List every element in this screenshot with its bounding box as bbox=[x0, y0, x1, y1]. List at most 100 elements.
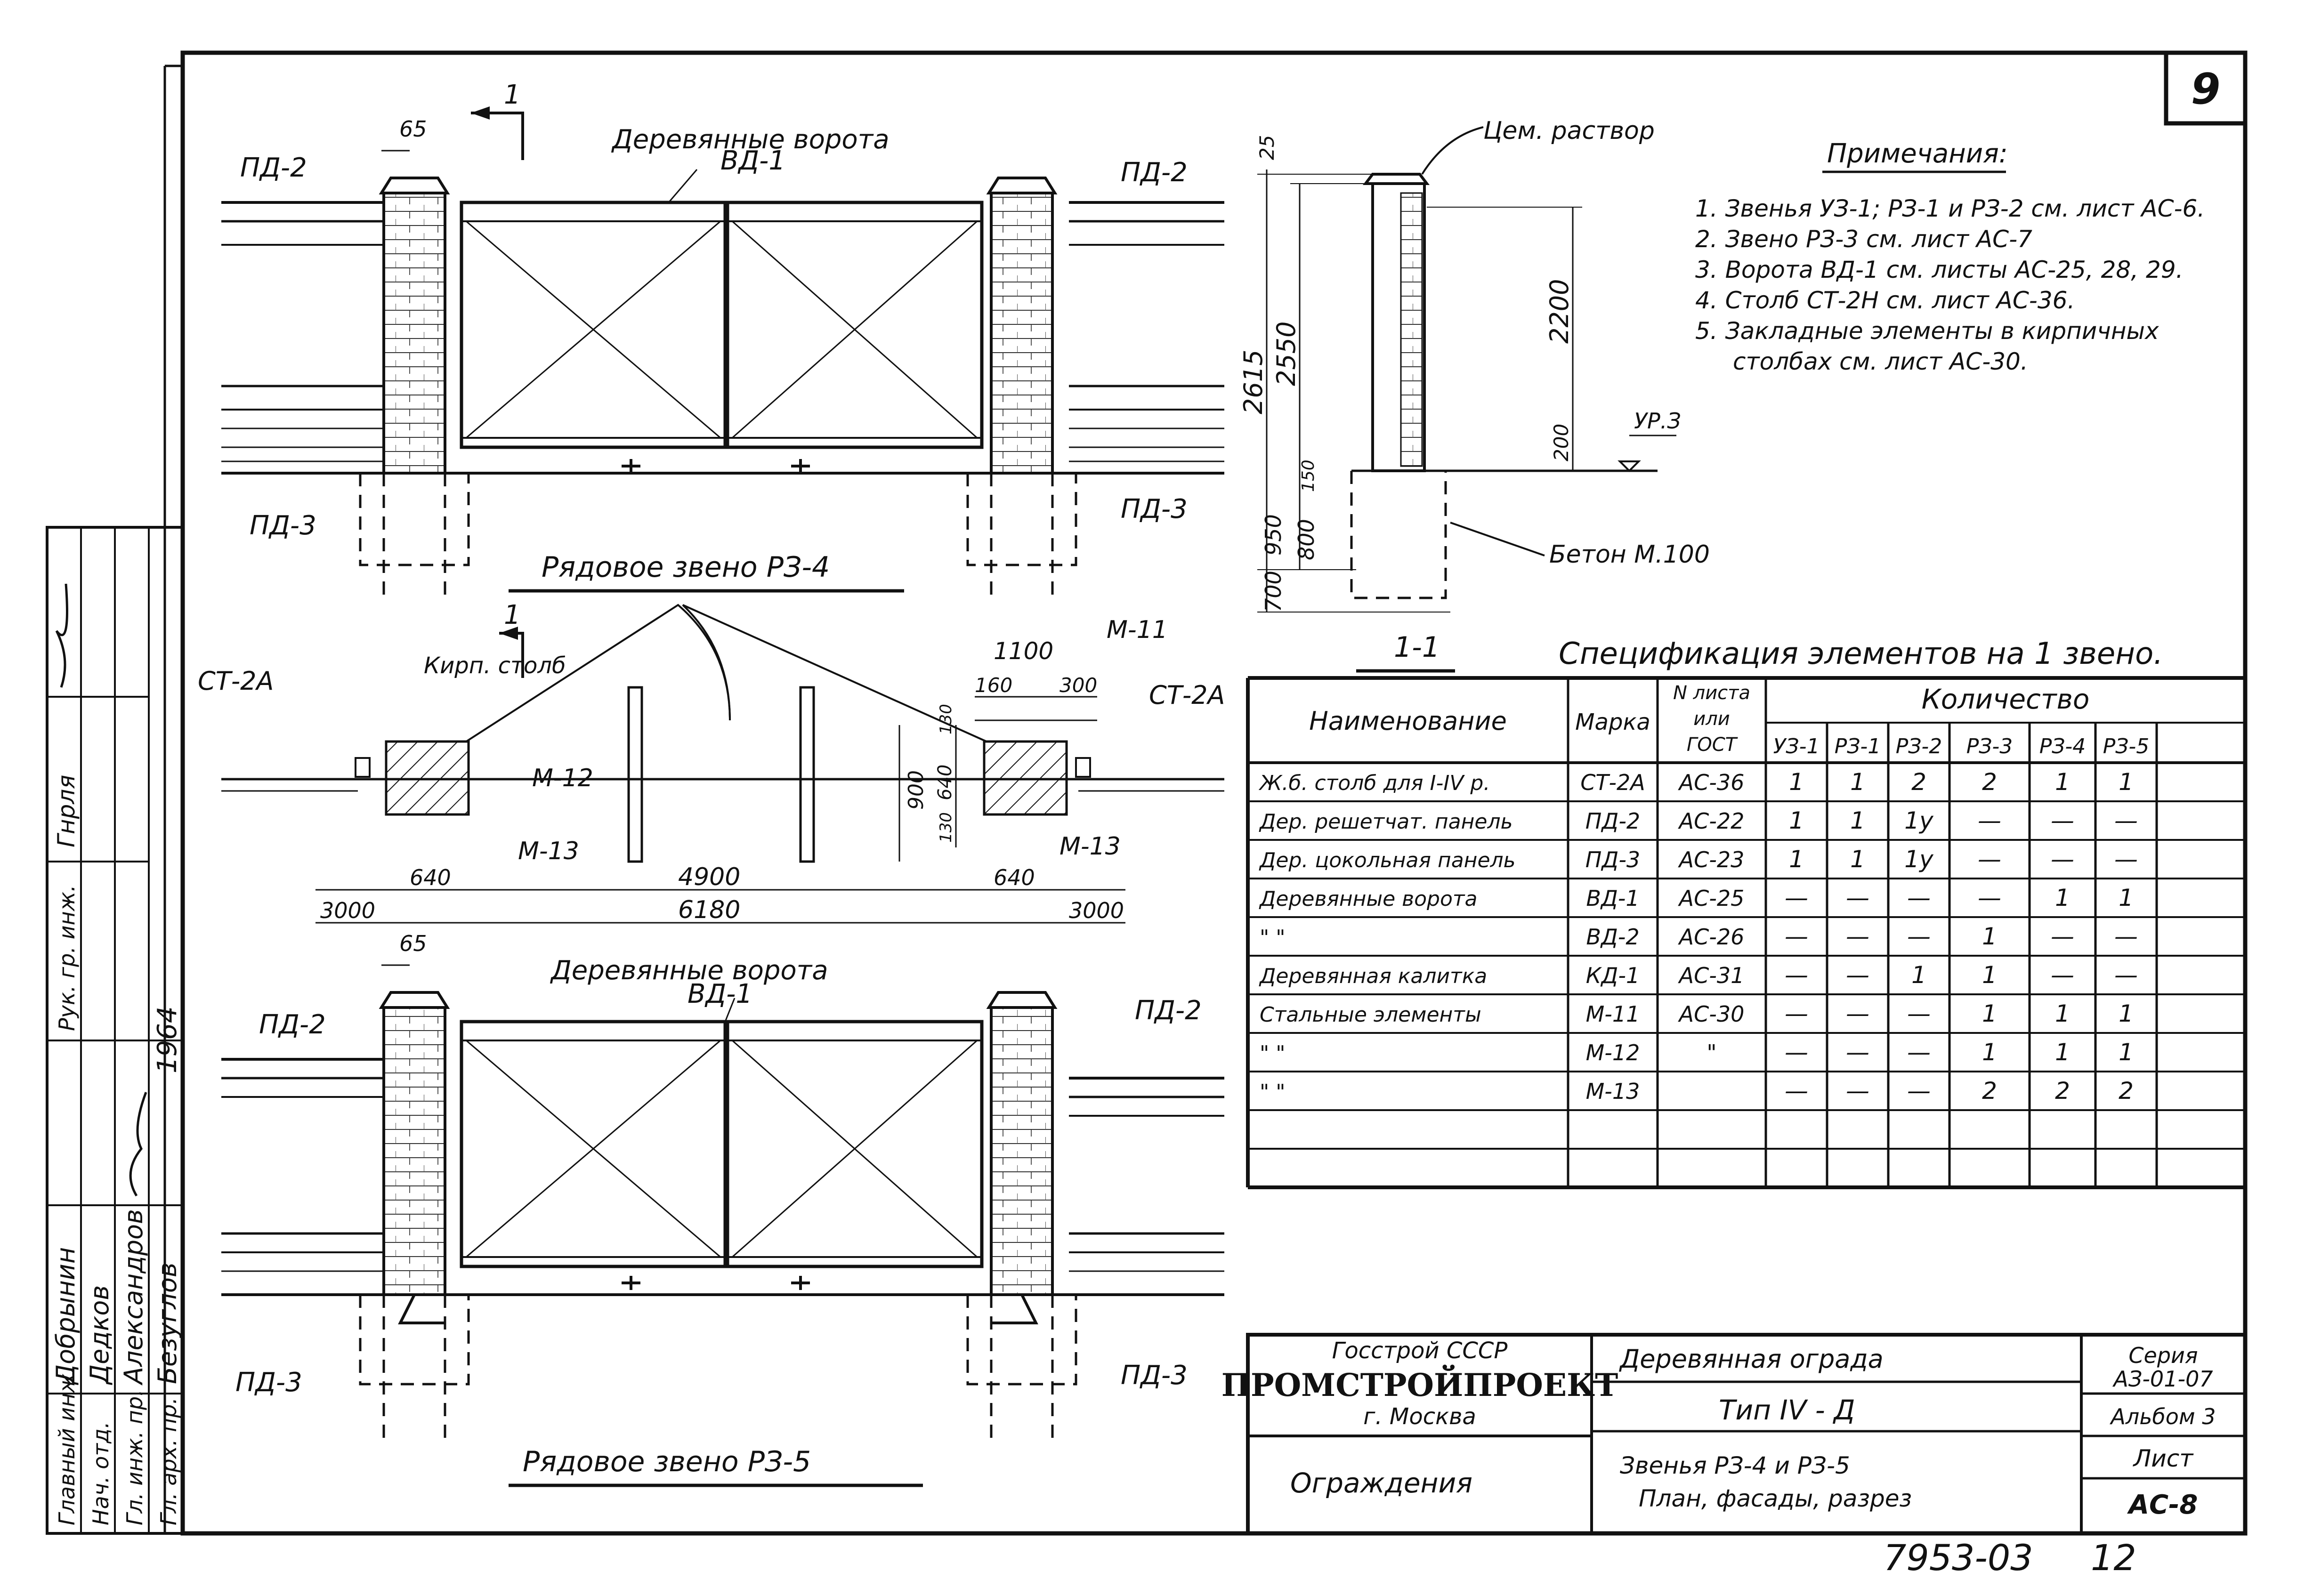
table-cell-qty: — bbox=[1785, 923, 1808, 950]
top-right-plinth-label: ПД-3 bbox=[1121, 494, 1188, 524]
plan-dim-4900: 4900 bbox=[678, 863, 740, 891]
tb-desc1: Звенья РЗ-4 и РЗ-5 bbox=[1620, 1452, 1850, 1479]
plan-dim-3000r: 3000 bbox=[1069, 898, 1124, 923]
header-qty: Количество bbox=[1922, 683, 2090, 715]
table-cell-qty: — bbox=[1907, 1039, 1931, 1066]
table-cell-qty: — bbox=[1846, 961, 1869, 989]
top-gate-mark: ВД-1 bbox=[720, 145, 785, 176]
bottom-left-plinth-label: ПД-3 bbox=[235, 1367, 302, 1398]
gate-vd1-bottom bbox=[460, 1020, 984, 1290]
tb-series: АЗ-01-07 bbox=[2112, 1366, 2213, 1392]
table-cell-qty: 2 bbox=[2055, 1077, 2070, 1104]
table-cell-qty: — bbox=[2051, 846, 2074, 873]
header-col: РЗ-4 bbox=[2039, 734, 2086, 758]
table-cell-qty: 1 bbox=[2119, 768, 2134, 796]
bottom-caption: Рядовое звено РЗ-5 bbox=[523, 1445, 811, 1478]
header-sheet-line: ГОСТ bbox=[1687, 734, 1739, 756]
table-cell-qty: 1 bbox=[1911, 961, 1926, 989]
plan-m12-label: М-12 bbox=[532, 764, 593, 792]
table-cell-name: " " bbox=[1260, 1080, 1285, 1104]
stamp-role-4: Гл. арх. пр. bbox=[156, 1397, 181, 1525]
table-cell-qty: 2 bbox=[2119, 1077, 2134, 1104]
table-cell-qty: 2 bbox=[1982, 768, 1997, 796]
tb-type: Тип IV - Д bbox=[1719, 1394, 1855, 1426]
spec-table: Спецификация элементов на 1 звено. Наиме… bbox=[1246, 637, 2247, 1189]
stamp-upper-2: Рук. гр. инж. bbox=[54, 885, 80, 1031]
sec-dim-700: 700 bbox=[1261, 571, 1286, 612]
table-cell-qty: 1 bbox=[2055, 1000, 2070, 1027]
table-cell-qty: — bbox=[1978, 846, 2001, 873]
note-2: 2. Звено РЗ-3 см. лист АС-7 bbox=[1695, 226, 2032, 253]
table-cell-sheet: АС-23 bbox=[1678, 847, 1745, 872]
table-cell-qty: 1 bbox=[1982, 1000, 1997, 1027]
plan-dim-300: 300 bbox=[1060, 674, 1097, 697]
top-section-mark: 1 bbox=[504, 80, 521, 110]
bottom-right-panel-label: ПД-2 bbox=[1135, 995, 1202, 1026]
bottom-left-panel-label: ПД-2 bbox=[259, 1009, 326, 1040]
table-cell-qty: 1 bbox=[1982, 961, 1997, 989]
table-cell-qty: — bbox=[1846, 884, 1869, 911]
stamp-name-1: Добрынин bbox=[51, 1247, 81, 1385]
header-col: РЗ-3 bbox=[1966, 734, 2013, 758]
table-cell-name: Дер. решетчат. панель bbox=[1259, 810, 1513, 834]
note-5: 5. Закладные элементы в кирпичных bbox=[1695, 317, 2159, 345]
plan-right-post bbox=[983, 740, 1068, 816]
table-cell-qty: — bbox=[2114, 807, 2138, 834]
plan-m11-label: М-11 bbox=[1107, 616, 1168, 644]
tb-sheet-label: Лист bbox=[2133, 1445, 2194, 1472]
table-cell-name: Ж.б. столб для I-IV р. bbox=[1258, 771, 1490, 795]
left-brick-post-bottom bbox=[379, 991, 450, 1324]
table-cell-name: " " bbox=[1260, 926, 1285, 950]
header-sheet-line: N листа bbox=[1673, 682, 1750, 704]
note-4: 4. Столб СТ-2Н см. лист АС-36. bbox=[1695, 287, 2075, 314]
tb-album: Альбом 3 bbox=[2109, 1404, 2216, 1429]
table-cell-mark: ПД-2 bbox=[1585, 808, 1640, 834]
table-cell-qty: 1 bbox=[1850, 807, 1865, 834]
left-brick-post bbox=[379, 177, 450, 475]
note-1: 1. Звенья УЗ-1; РЗ-1 и РЗ-2 см. лист АС-… bbox=[1695, 195, 2205, 222]
plan-dim-640l: 640 bbox=[410, 865, 451, 890]
table-cell-qty: 1 bbox=[2055, 768, 2070, 796]
spec-title: Спецификация элементов на 1 звено. bbox=[1559, 637, 2163, 671]
sec-concrete-label: Бетон М.100 bbox=[1549, 540, 1710, 569]
top-gate-label: Деревянные ворота bbox=[611, 124, 890, 155]
stamp-role-3: Гл. инж. пр. bbox=[122, 1389, 147, 1525]
table-cell-mark: ВД-1 bbox=[1586, 886, 1639, 911]
table-cell-name: Дер. цокольная панель bbox=[1259, 848, 1516, 872]
tb-subject: Ограждения bbox=[1290, 1467, 1472, 1499]
top-caption: Рядовое звено РЗ-4 bbox=[542, 551, 830, 584]
header-sheet-line: или bbox=[1693, 708, 1730, 730]
table-cell-mark: ВД-2 bbox=[1586, 924, 1639, 950]
table-cell-qty: — bbox=[1907, 923, 1931, 950]
header-mark: Марка bbox=[1575, 709, 1650, 735]
plan-brick-post-label: Кирп. столб bbox=[424, 653, 566, 679]
table-cell-qty: — bbox=[1978, 807, 2001, 834]
plan: 1 СТ-2А СТ-2А Кирп. столб М-12 М-13 М-13… bbox=[198, 600, 1225, 924]
plan-left-post-label: СТ-2А bbox=[198, 666, 274, 696]
tb-sheet: АС-8 bbox=[2127, 1490, 2198, 1520]
tb-desc2: План, фасады, разрез bbox=[1639, 1485, 1912, 1512]
side-stamp: Главный инж. Нач. отд. Гл. инж. пр. Гл. … bbox=[46, 526, 184, 1535]
right-brick-post bbox=[986, 177, 1058, 475]
table-cell-qty: 1 bbox=[1982, 1039, 1997, 1066]
plan-m13-right-label: М-13 bbox=[1060, 832, 1121, 861]
table-cell-qty: — bbox=[1907, 1077, 1931, 1104]
tb-series-label: Серия bbox=[2128, 1343, 2198, 1368]
table-cell-sheet: АС-25 bbox=[1678, 886, 1745, 911]
table-cell-qty: — bbox=[1846, 1000, 1869, 1027]
table-cell-name: Стальные элементы bbox=[1260, 1003, 1481, 1027]
section-1-1: 25 2615 2550 2200 200 150 800 950 700 Це… bbox=[1238, 117, 1710, 673]
plan-dim-640r: 640 bbox=[994, 865, 1035, 890]
sec-dim-950: 950 bbox=[1261, 514, 1286, 556]
note-3: 3. Ворота ВД-1 см. листы АС-25, 28, 29. bbox=[1695, 256, 2184, 283]
top-left-panel-label: ПД-2 bbox=[240, 153, 307, 183]
plan-dim-6180: 6180 bbox=[678, 896, 740, 924]
notes: Примечания: 1. Звенья УЗ-1; РЗ-1 и РЗ-2 … bbox=[1695, 138, 2205, 375]
sec-caption: 1-1 bbox=[1394, 631, 1440, 664]
header-col: РЗ-1 bbox=[1835, 734, 1881, 758]
table-cell-sheet: АС-30 bbox=[1678, 1001, 1745, 1027]
elevation-top: 1 65 Деревянные ворота ВД-1 ПД-2 ПД-2 ПД… bbox=[221, 80, 1224, 603]
table-cell-qty: 2 bbox=[1911, 768, 1926, 796]
sec-dim-800: 800 bbox=[1294, 519, 1319, 560]
